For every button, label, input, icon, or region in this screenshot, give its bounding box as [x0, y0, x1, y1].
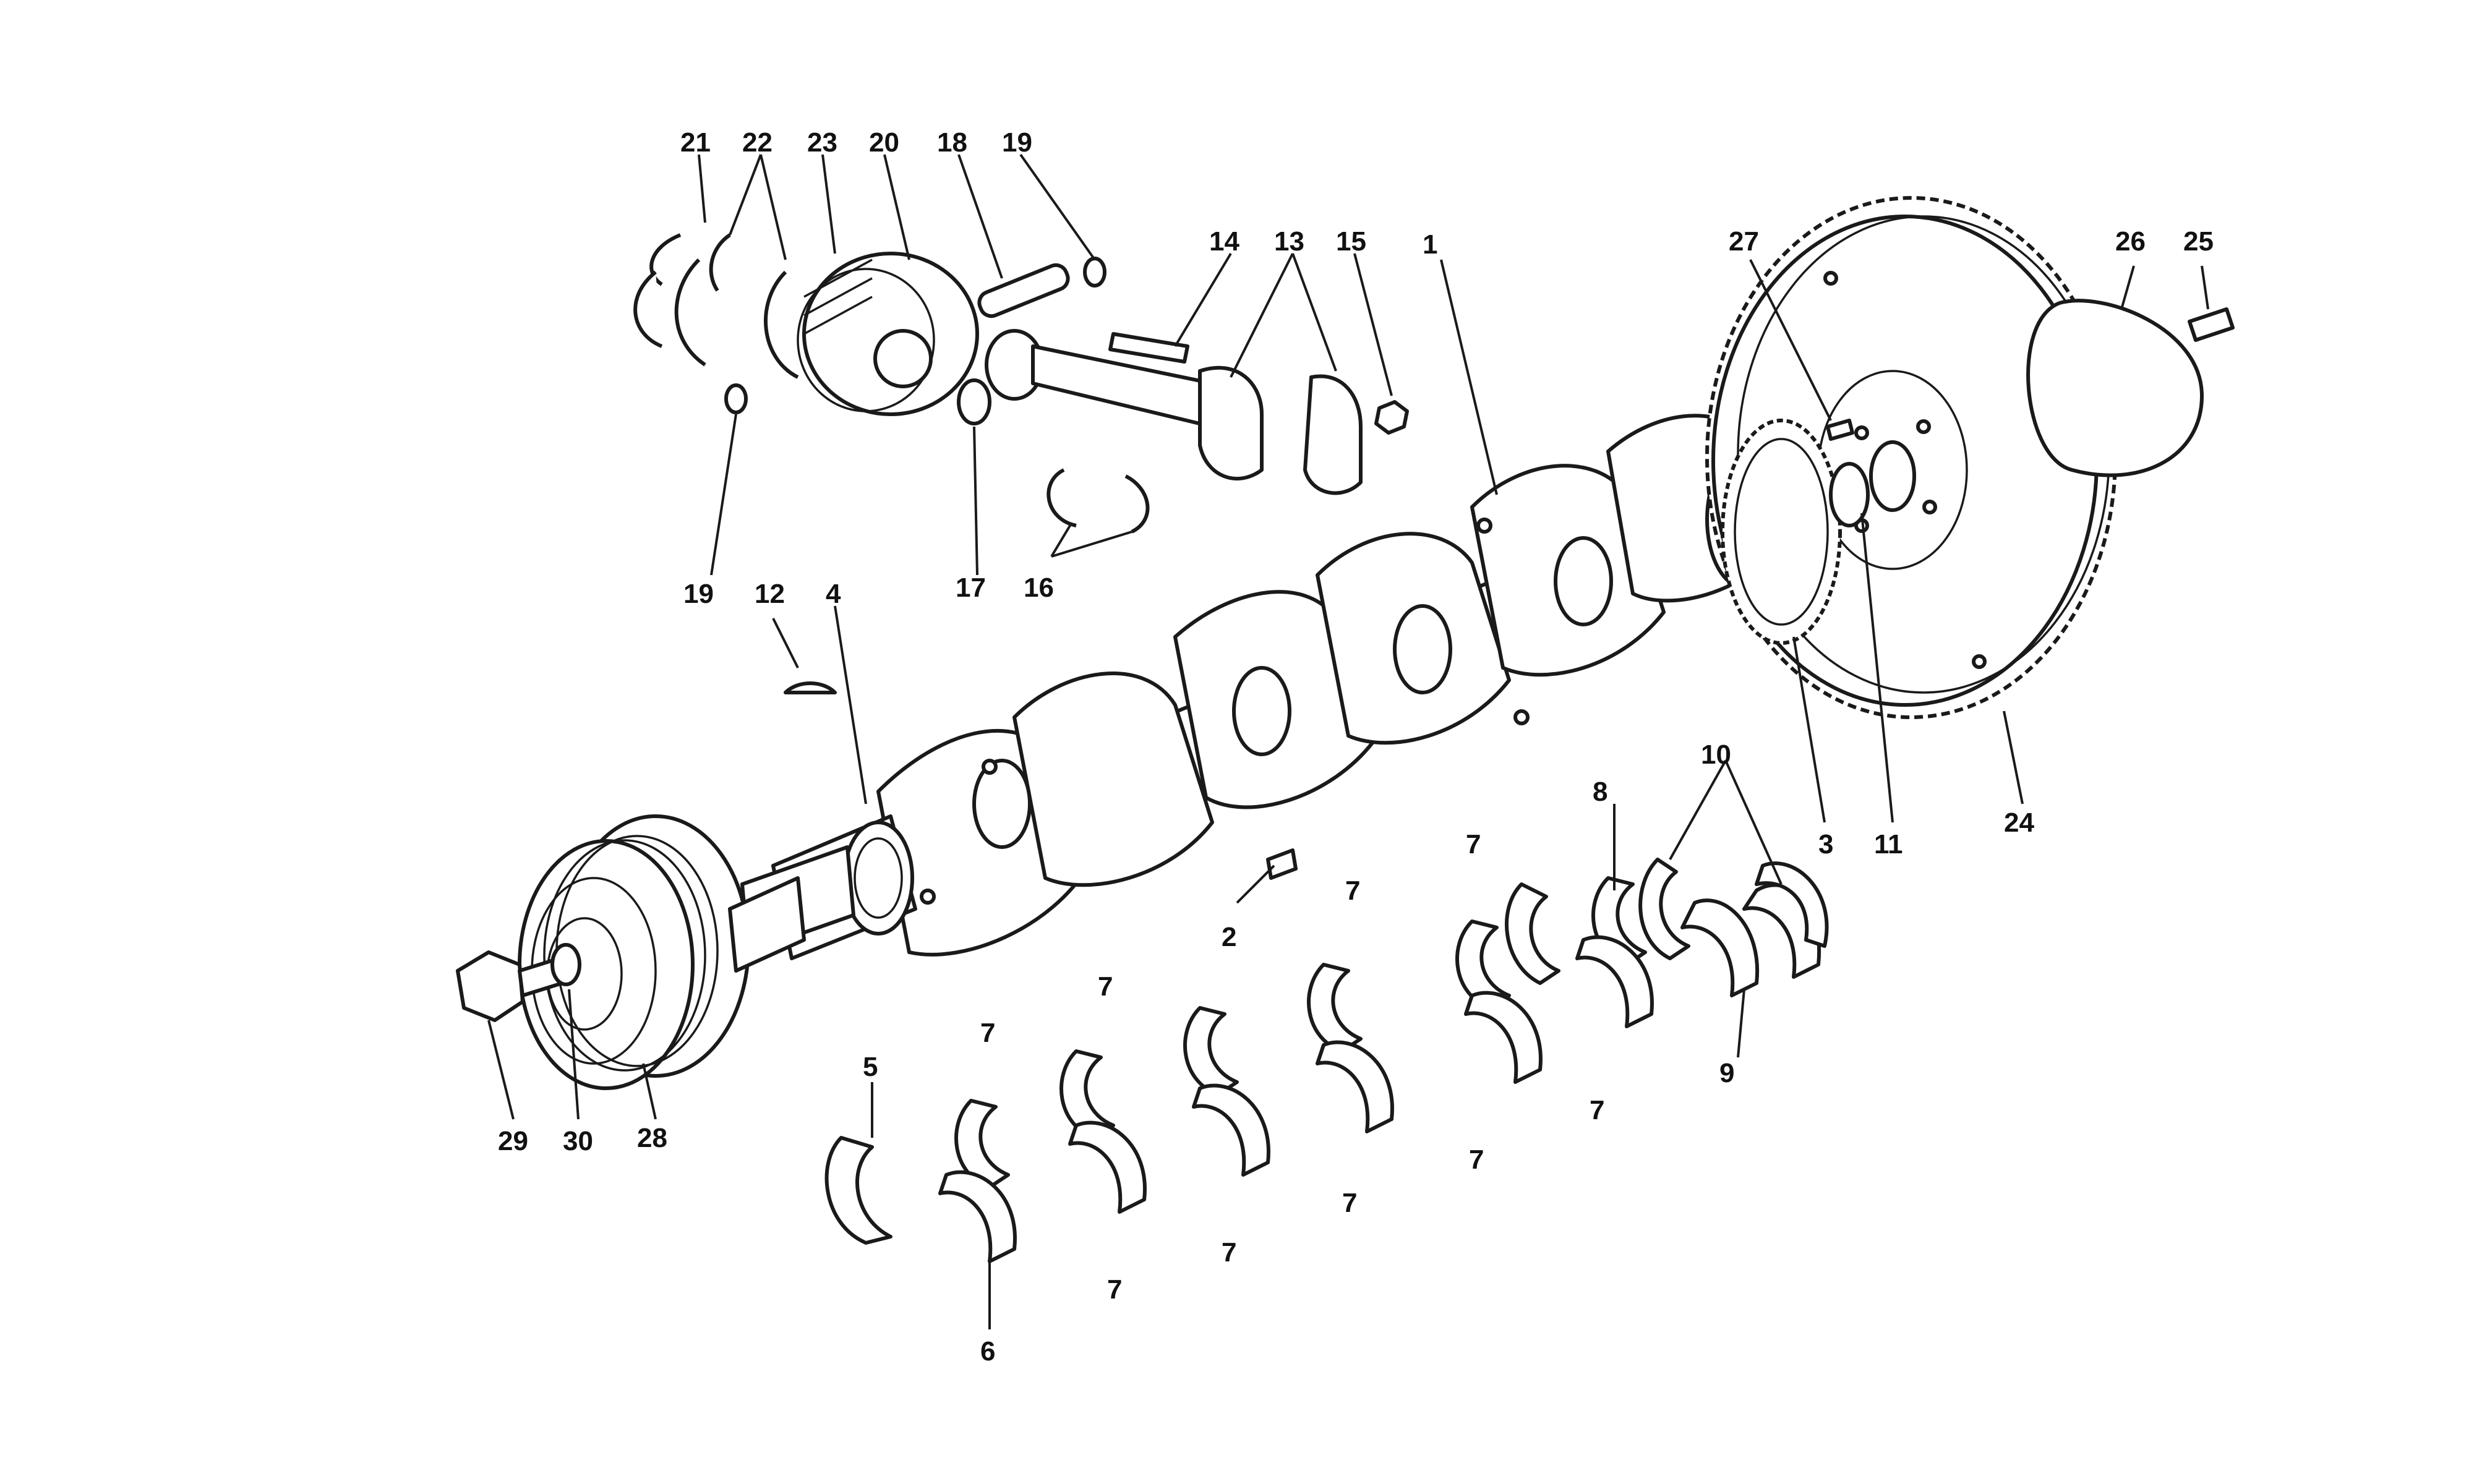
label-7h: 7: [1469, 1145, 1484, 1175]
pulley-washer: [550, 943, 581, 986]
label-7c: 7: [1107, 1274, 1122, 1305]
label-7i: 7: [1590, 1095, 1604, 1125]
label-21: 21: [680, 127, 711, 158]
label-23: 23: [807, 127, 837, 158]
pin-circlip-upper: [1083, 257, 1106, 288]
starter-ring-gear: [1721, 419, 1842, 645]
part-labels: 1 2 3 4 5 6 7 7 7 7 7 7 7 7 7 8 9 10 11 …: [498, 127, 2214, 1367]
label-15: 15: [1336, 226, 1366, 257]
rod-nut: [1374, 400, 1409, 435]
label-14: 14: [1209, 226, 1239, 257]
label-30: 30: [563, 1126, 593, 1156]
label-27: 27: [1729, 226, 1759, 257]
label-17: 17: [956, 573, 986, 603]
connecting-rod: [985, 329, 1363, 495]
label-7a: 7: [980, 1018, 995, 1048]
label-9: 9: [1719, 1058, 1734, 1088]
label-8: 8: [1593, 777, 1607, 807]
main-bearing-shells: [824, 858, 1829, 1263]
label-24: 24: [2004, 808, 2034, 838]
label-26: 26: [2115, 226, 2146, 257]
label-7b: 7: [1098, 971, 1113, 1002]
label-29: 29: [498, 1126, 528, 1156]
label-4: 4: [826, 579, 841, 609]
piston: [797, 252, 979, 416]
label-16: 16: [1024, 573, 1054, 603]
label-28: 28: [637, 1123, 667, 1153]
label-2: 2: [1222, 922, 1236, 952]
piston-rings: [633, 233, 799, 379]
small-end-bush: [957, 378, 991, 425]
label-7e: 7: [1342, 1188, 1357, 1218]
label-7f: 7: [1345, 876, 1360, 906]
flywheel-bolt: [2188, 307, 2235, 342]
rod-bolt: [1108, 332, 1189, 364]
label-22: 22: [742, 127, 773, 158]
label-13: 13: [1274, 226, 1304, 257]
label-11: 11: [1874, 829, 1903, 859]
piston-pin: [977, 263, 1070, 318]
crankshaft: [740, 414, 1783, 960]
dowel-pin: [1826, 419, 1854, 441]
label-5: 5: [863, 1052, 878, 1082]
flywheel-plate: [2026, 299, 2204, 477]
oil-plug: [1266, 848, 1298, 880]
leader-lines: [487, 153, 2209, 1329]
label-12: 12: [755, 579, 785, 609]
label-3: 3: [1818, 829, 1833, 859]
label-20: 20: [869, 127, 899, 158]
big-end-bearing-shells: [1047, 468, 1150, 534]
pilot-bearing: [1829, 462, 1870, 527]
pin-circlip-lower: [724, 383, 748, 414]
label-19b: 19: [683, 579, 714, 609]
label-25: 25: [2183, 226, 2214, 257]
label-18: 18: [937, 127, 967, 158]
label-7g: 7: [1466, 829, 1481, 859]
label-7d: 7: [1222, 1237, 1236, 1268]
label-10: 10: [1701, 740, 1731, 770]
label-6: 6: [980, 1336, 995, 1367]
label-19a: 19: [1002, 127, 1032, 158]
woodruff-key: [784, 681, 837, 694]
label-1: 1: [1423, 229, 1437, 260]
